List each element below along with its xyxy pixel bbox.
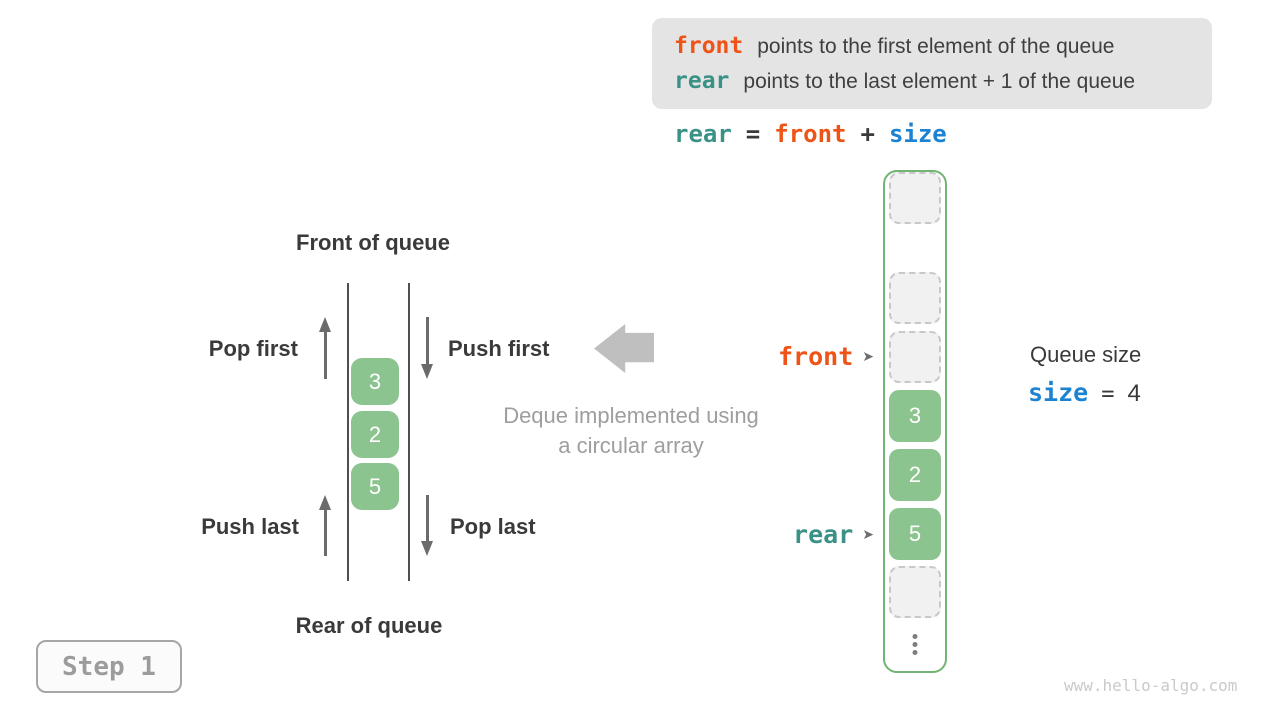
- up-arrow-icon: [318, 495, 332, 556]
- pointer-arrow-icon: ➤: [862, 526, 874, 542]
- rear-description: points to the last element + 1 of the qu…: [743, 70, 1136, 93]
- array-cell-filled: 5: [889, 508, 941, 560]
- down-arrow-icon: [420, 495, 434, 556]
- equation-plus: +: [860, 120, 875, 148]
- rear-of-queue-label: Rear of queue: [295, 613, 443, 638]
- down-arrow-icon: [420, 317, 434, 379]
- ellipsis-icon: [912, 634, 918, 655]
- caption-line1: Deque implemented using: [503, 403, 759, 428]
- equation-equals: =: [745, 120, 761, 148]
- array-cell-empty: [889, 566, 941, 618]
- front-pointer: front ➤: [750, 342, 874, 370]
- up-arrow-icon: [318, 317, 332, 379]
- rear-pointer: rear ➤: [750, 520, 874, 548]
- circular-array: 3 2 5: [883, 170, 947, 673]
- equation-rear: rear: [674, 120, 732, 148]
- front-keyword: front: [674, 33, 744, 59]
- pop-first-label: Pop first: [208, 336, 298, 361]
- legend-line-front: front points to the first element of the…: [674, 33, 1212, 59]
- size-number: 4: [1127, 380, 1141, 407]
- equation-size: size: [888, 120, 947, 148]
- front-description: points to the first element of the queue: [757, 35, 1115, 58]
- front-of-queue-label: Front of queue: [296, 230, 450, 255]
- array-cell-filled: 2: [889, 449, 941, 501]
- step-button[interactable]: Step 1: [36, 640, 182, 693]
- deque-value-box: 3: [351, 358, 399, 405]
- legend-line-rear: rear points to the last element + 1 of t…: [674, 68, 1212, 94]
- equation: rear = front + size: [674, 120, 947, 148]
- watermark: www.hello-algo.com: [1064, 676, 1238, 695]
- pointer-arrow-icon: ➤: [862, 348, 874, 364]
- size-variable: size: [1028, 378, 1089, 407]
- channel-right-line: [408, 283, 410, 581]
- pop-last-label: Pop last: [450, 514, 536, 539]
- queue-size-title: Queue size: [1030, 342, 1142, 367]
- caption: Deque implemented using a circular array: [470, 401, 792, 461]
- array-cell-empty: [889, 331, 941, 383]
- push-first-label: Push first: [448, 336, 550, 361]
- queue-size-value: size = 4: [1028, 378, 1141, 408]
- caption-line2: a circular array: [558, 433, 704, 458]
- front-pointer-label: front: [778, 341, 854, 371]
- array-cell-empty: [889, 172, 941, 224]
- left-arrow-icon: [594, 324, 654, 373]
- rear-pointer-label: rear: [793, 519, 854, 549]
- equation-front: front: [774, 120, 847, 148]
- push-last-label: Push last: [201, 514, 299, 539]
- channel-left-line: [347, 283, 349, 581]
- deque-value-box: 5: [351, 463, 399, 510]
- legend-box: front points to the first element of the…: [652, 18, 1212, 109]
- array-cell-empty: [889, 272, 941, 324]
- array-cell-filled: 3: [889, 390, 941, 442]
- rear-keyword: rear: [674, 68, 730, 94]
- deque-value-box: 2: [351, 411, 399, 458]
- size-equals: =: [1101, 382, 1115, 407]
